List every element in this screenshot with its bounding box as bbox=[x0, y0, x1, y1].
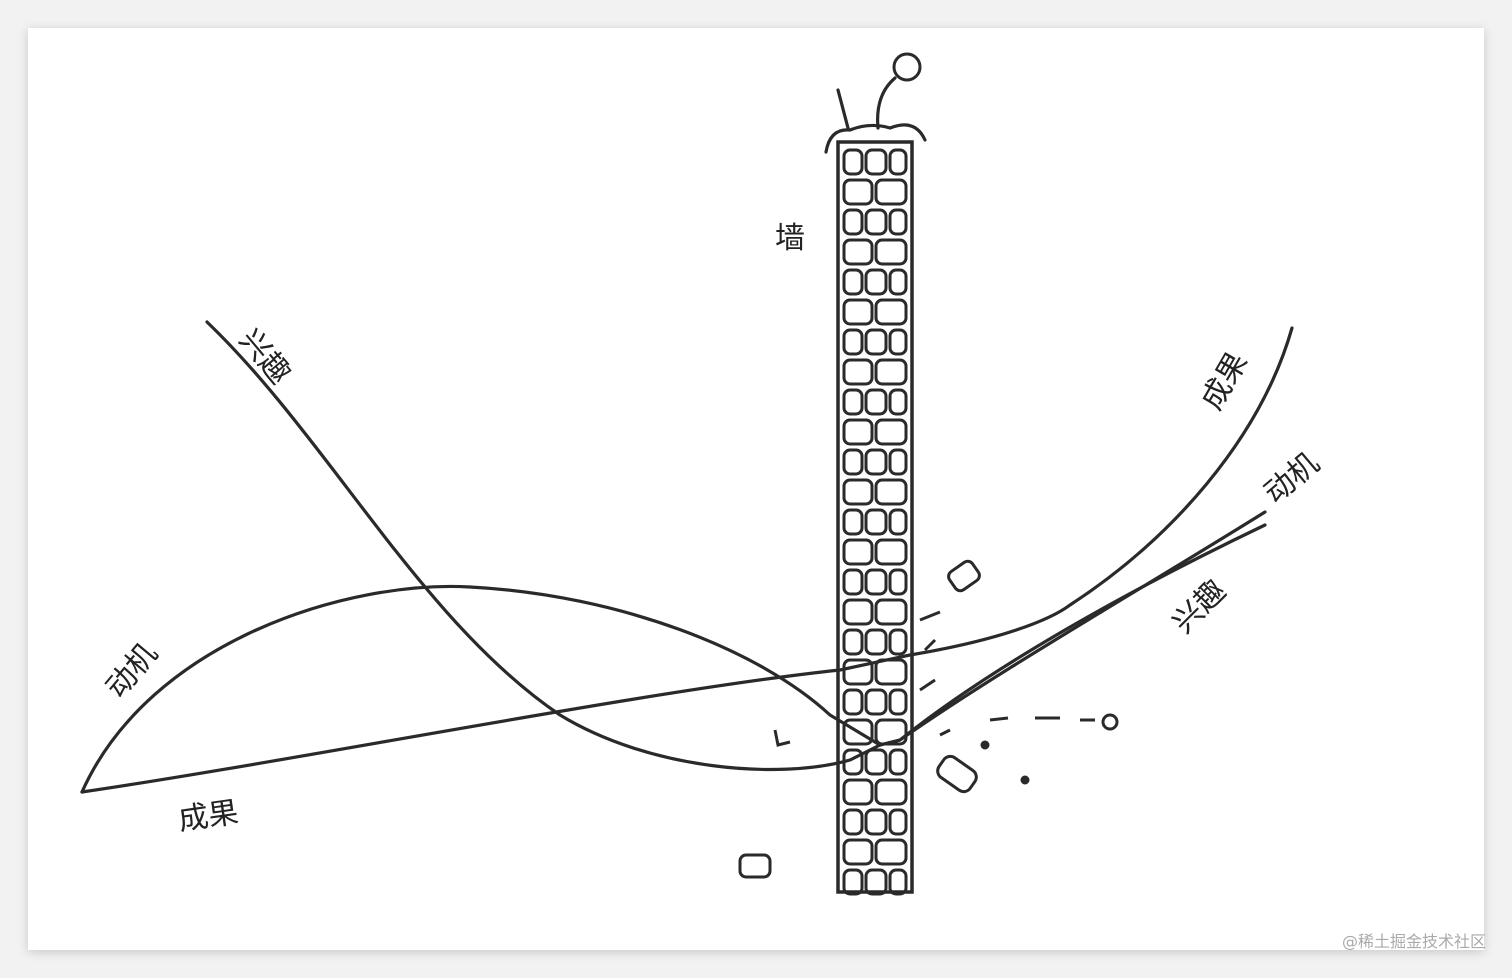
brick bbox=[842, 268, 864, 296]
flower-stem bbox=[876, 76, 897, 130]
brick bbox=[874, 598, 908, 626]
brick bbox=[842, 178, 874, 206]
brick bbox=[874, 478, 908, 506]
image-card bbox=[28, 28, 1484, 950]
brick bbox=[864, 448, 888, 476]
brick bbox=[874, 538, 908, 566]
wall-bricks bbox=[842, 148, 908, 896]
brick bbox=[864, 688, 888, 716]
brick bbox=[864, 868, 888, 896]
brick bbox=[874, 718, 908, 746]
brick bbox=[842, 778, 874, 806]
brick bbox=[842, 808, 864, 836]
brick bbox=[888, 148, 908, 176]
brick bbox=[864, 508, 888, 536]
brick bbox=[842, 238, 874, 266]
brick bbox=[842, 418, 874, 446]
brick bbox=[874, 238, 908, 266]
brick bbox=[874, 418, 908, 446]
right-result-label: 成果 bbox=[1195, 347, 1255, 416]
brick bbox=[874, 838, 908, 866]
brick bbox=[888, 208, 908, 236]
brick bbox=[888, 868, 908, 896]
brick bbox=[842, 508, 864, 536]
brick bbox=[888, 568, 908, 596]
brick bbox=[874, 298, 908, 326]
brick bbox=[842, 868, 864, 896]
wall-top-stake bbox=[836, 88, 850, 130]
brick bbox=[864, 268, 888, 296]
watermark: @稀土掘金技术社区 bbox=[1341, 932, 1486, 951]
wall bbox=[824, 52, 927, 896]
brick bbox=[874, 358, 908, 386]
brick bbox=[842, 598, 874, 626]
debris bbox=[738, 559, 1119, 879]
interest-curve bbox=[205, 320, 1267, 772]
brick bbox=[842, 298, 874, 326]
left-result-label: 成果 bbox=[176, 795, 240, 838]
brick bbox=[842, 358, 874, 386]
brick bbox=[842, 658, 874, 686]
motivation-curve bbox=[80, 510, 1267, 794]
brick bbox=[842, 448, 864, 476]
wall-top-grass bbox=[824, 123, 927, 154]
brick bbox=[842, 628, 864, 656]
brick bbox=[874, 778, 908, 806]
brick bbox=[888, 448, 908, 476]
brick bbox=[842, 388, 864, 416]
brick bbox=[874, 178, 908, 206]
brick bbox=[888, 688, 908, 716]
brick bbox=[864, 328, 888, 356]
brick bbox=[888, 808, 908, 836]
result-curve bbox=[80, 326, 1294, 794]
brick bbox=[888, 328, 908, 356]
brick bbox=[888, 388, 908, 416]
brick bbox=[864, 808, 888, 836]
flower-icon bbox=[892, 52, 922, 82]
brick bbox=[864, 748, 888, 776]
brick bbox=[842, 208, 864, 236]
brick bbox=[842, 688, 864, 716]
brick bbox=[842, 538, 874, 566]
wall-label: 墙 bbox=[775, 221, 805, 256]
brick bbox=[864, 208, 888, 236]
brick bbox=[842, 478, 874, 506]
brick bbox=[888, 748, 908, 776]
brick bbox=[864, 628, 888, 656]
brick bbox=[842, 148, 864, 176]
brick bbox=[842, 328, 864, 356]
brick bbox=[864, 568, 888, 596]
brick bbox=[888, 508, 908, 536]
brick bbox=[864, 388, 888, 416]
brick bbox=[888, 628, 908, 656]
brick bbox=[842, 568, 864, 596]
brick bbox=[888, 268, 908, 296]
brick bbox=[842, 718, 874, 746]
brick bbox=[864, 148, 888, 176]
right-interest-label: 兴趣 bbox=[1166, 573, 1233, 640]
right-motivation-label: 动机 bbox=[1258, 446, 1326, 511]
brick bbox=[842, 838, 874, 866]
